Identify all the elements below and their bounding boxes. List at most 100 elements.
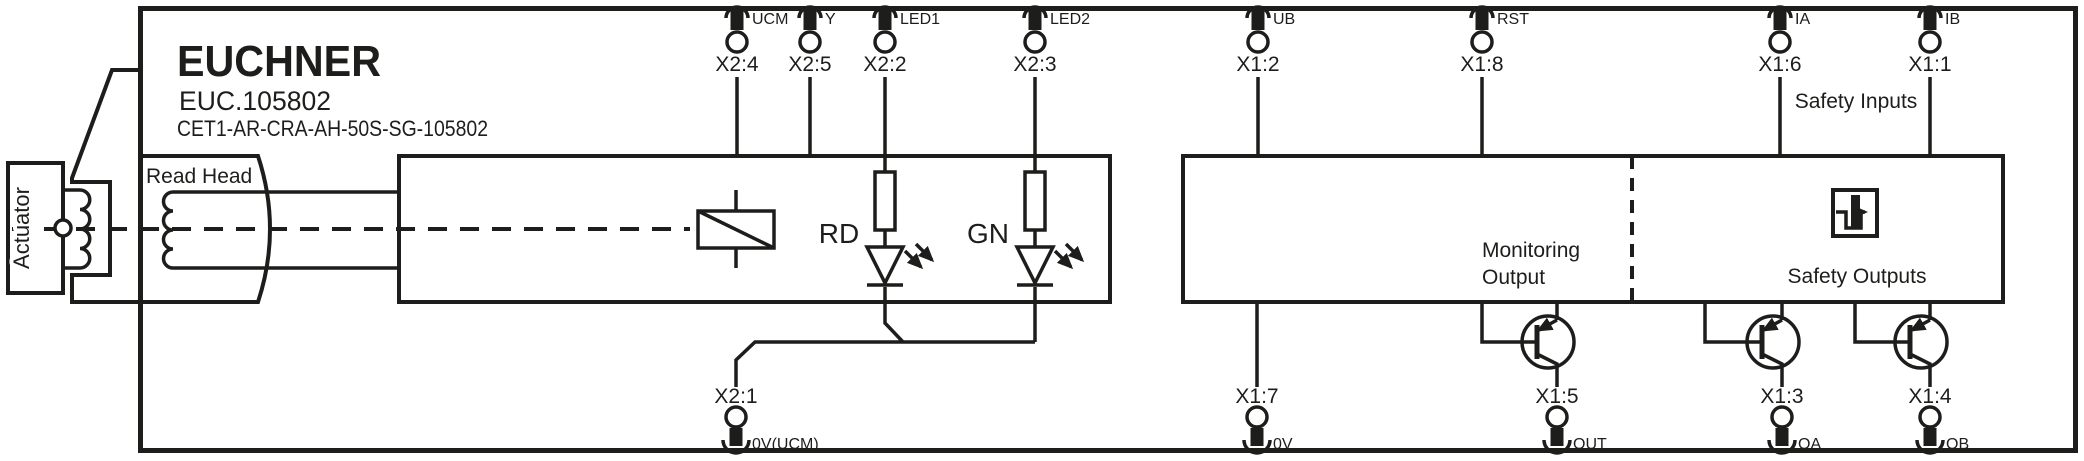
port-label: X2:1 [714,385,757,408]
led-emission-arrow [914,242,935,263]
plug-socket-icon [1767,439,1797,455]
plug-pin-icon [1923,11,1937,30]
signal-label: Y [825,11,836,28]
plug-pin-icon [878,11,892,30]
plug-socket-icon [721,439,751,455]
actuator-coil-icon [63,188,92,270]
wire-transistor-base [1853,302,1909,344]
port-label: X2:3 [1013,53,1056,76]
plug-pin-icon [1550,428,1564,446]
plug-socket-icon [1245,5,1271,19]
plug-pin-icon [729,428,743,446]
plug-pin-icon [1475,11,1489,30]
signal-label: IA [1795,11,1810,28]
signal-label: LED2 [1050,11,1090,28]
terminal-x1-3: X1:3 OA [1760,385,1821,455]
terminal-x2-1: X2:1 0V(UCM) [714,385,819,455]
signal-label: OUT [1573,436,1607,453]
evaluation-block-box [397,154,1112,304]
output-block: Monitoring Output Safety Outputs [1181,154,2005,304]
red-led-branch: RD [819,156,935,302]
signal-label: LED1 [900,11,940,28]
plug-pin-icon [1773,11,1787,30]
led-emission-arrow [903,249,924,270]
relay-icon [696,190,776,268]
transistor-oa-icon [1703,302,1801,387]
terminal-circle [1918,405,1942,429]
plug-socket-icon [1469,5,1495,19]
plug-socket-icon [1767,5,1793,19]
plug-socket-icon [797,5,823,19]
led-emission-arrow [1053,249,1074,270]
port-label: X1:1 [1908,53,1951,76]
terminal-circle [1470,30,1494,54]
signal-label: OB [1946,436,1969,453]
title-block: EUCHNER EUC.105802 CET1-AR-CRA-AH-50S-SG… [177,37,488,141]
terminal-circle [798,30,822,54]
safety-outputs-label: Safety Outputs [1788,265,1927,288]
terminal-x2-4: UCM X2:4 [715,5,788,156]
resistor-icon [1023,170,1047,232]
read-head-section: Read Head [140,154,399,304]
green-led-label: GN [967,218,1009,249]
terminal-circle [873,30,897,54]
port-label: X1:8 [1460,53,1503,76]
read-head-mount-outline [70,68,140,304]
read-head-coil-icon [161,190,399,270]
terminal-circle [1245,405,1269,429]
port-label: X1:6 [1758,53,1801,76]
plug-pin-icon [1775,428,1789,446]
plug-socket-icon [1917,5,1943,19]
terminal-x1-5: X1:5 OUT [1535,385,1607,455]
safety-inputs-label: Safety Inputs [1795,90,1918,113]
port-label: X2:2 [863,53,906,76]
resistor-icon [873,170,897,232]
transistor-out-icon [1480,302,1576,387]
signal-label: IB [1945,11,1960,28]
plug-pin-icon [803,11,817,30]
wire-transistor-base [1703,302,1761,344]
terminal-circle [1023,30,1047,54]
terminal-circle [1545,405,1569,429]
terminal-circle [1246,30,1270,54]
port-label: X2:5 [788,53,831,76]
transistor-ob-icon [1853,302,1949,387]
led-diode-icon [864,245,906,287]
plug-socket-icon [1542,439,1572,455]
wire-led-return [734,302,1037,387]
plug-pin-icon [1028,11,1042,30]
plug-pin-icon [1251,11,1265,30]
actuator-pivot-icon [53,218,73,238]
red-led-label: RD [819,218,859,249]
signal-label: RST [1497,11,1529,28]
port-label: X2:4 [715,53,759,76]
port-label: X1:2 [1236,53,1279,76]
terminal-x1-8: RST X1:8 [1460,5,1529,156]
terminal-x1-6: IA X1:6 [1758,5,1810,156]
output-block-box [1181,154,2005,304]
signal-label: 0V(UCM) [752,436,819,453]
terminal-circle [725,30,749,54]
terminal-circle [724,405,748,429]
wire-transistor-base [1480,302,1536,344]
read-head-box [140,154,272,304]
terminal-x2-3: LED2 X2:3 [1013,5,1090,156]
device-housing-border [138,6,2078,453]
order-code: EUC.105802 [179,86,331,116]
terminal-circle [1768,30,1792,54]
plug-socket-icon [724,5,750,19]
actuator-symbol: Actuator [5,161,92,295]
brand-logo: EUCHNER [177,37,381,86]
terminal-x1-4: X1:4 OB [1908,385,1969,455]
plug-pin-icon [730,11,744,30]
plug-socket-icon [1242,439,1272,455]
port-label: X1:3 [1760,385,1803,408]
monitoring-output-label-line1: Monitoring [1482,239,1580,262]
read-head-label: Read Head [146,165,252,188]
terminal-circle [1918,30,1942,54]
signal-label: UB [1273,11,1295,28]
green-led-branch: GN [967,156,1085,302]
terminal-x2-5: Y X2:5 [788,5,836,156]
